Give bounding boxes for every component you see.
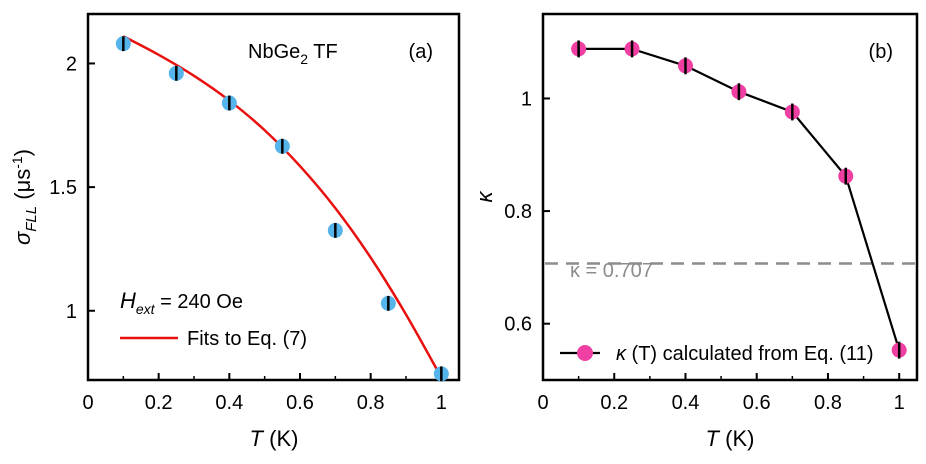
a-x-tick-label: 0.2: [145, 392, 173, 414]
b-x-tick-label: 0.2: [600, 392, 628, 414]
y-axis-title-a: σFLL (μs-1): [9, 149, 40, 245]
legend-label-fit: Fits to Eq. (7): [187, 328, 307, 350]
panel-label-b: (b): [869, 41, 893, 63]
a-y-tick-label: 1: [66, 301, 77, 323]
a-x-tick-label: 1: [436, 392, 447, 414]
y-axis-title-b: κ: [472, 191, 497, 203]
a-x-tick-label: 0: [82, 392, 93, 414]
b-x-tick-label: 1: [894, 392, 905, 414]
reference-line-label: κ = 0.707: [570, 260, 653, 282]
b-x-tick-label: 0.6: [743, 392, 771, 414]
a-x-tick-label: 0.4: [215, 392, 243, 414]
plot-frame-b: [541, 12, 919, 382]
x-axis-title-a: T (K): [250, 426, 299, 451]
legend-marker-kappa: [577, 345, 593, 361]
b-y-tick-label: 0.8: [504, 201, 532, 223]
b-x-tick-label: 0.4: [672, 392, 700, 414]
x-axis-title-b: T (K): [706, 426, 755, 451]
legend-field-value: Hext = 240 Oe: [120, 288, 243, 317]
a-x-tick-label: 0.8: [357, 392, 385, 414]
panel-b: 0 0.2 0.4 0.6 0.8 1 0.6 0.8 1 κ = 0.707 (b) κ (…: [472, 12, 919, 451]
panel-label-a: (a): [409, 41, 433, 63]
a-y-tick-label: 1.5: [49, 177, 77, 199]
b-y-tick-label: 0.6: [504, 314, 532, 336]
legend-label-kappa: κ (T) calculated from Eq. (11): [616, 343, 873, 365]
sample-label: NbGe2 TF: [248, 41, 338, 67]
b-x-tick-label: 0.8: [814, 392, 842, 414]
b-y-tick-label: 1: [521, 88, 532, 110]
plot-frame-a: [86, 12, 461, 382]
a-x-tick-label: 0.6: [286, 392, 314, 414]
a-y-tick-label: 2: [66, 53, 77, 75]
fit-curve: [122, 35, 443, 379]
panel-a: 0 0.2 0.4 0.6 0.8 1 1 1.5 2 (a) NbGe2 TF Hext =…: [9, 12, 461, 451]
b-x-tick-label: 0: [537, 392, 548, 414]
